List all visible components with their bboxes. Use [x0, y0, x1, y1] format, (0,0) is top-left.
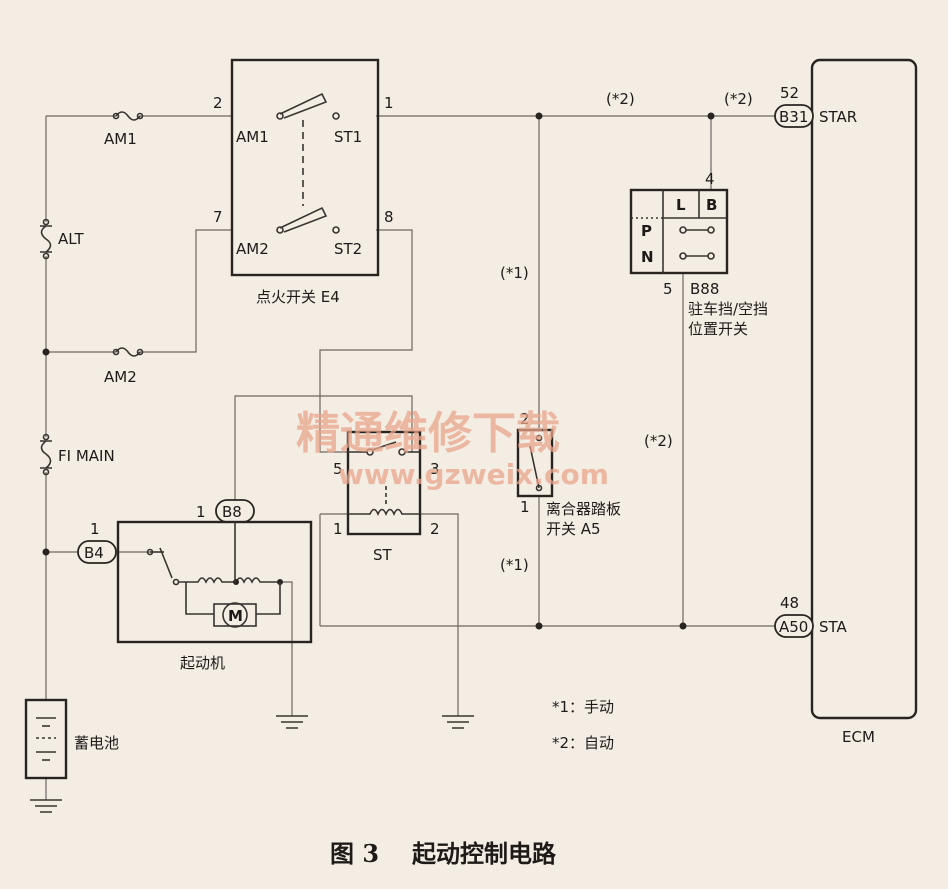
pin-label: 1	[384, 94, 394, 112]
marker-auto: (*2)	[644, 432, 673, 450]
connector-b31: B31 52	[774, 84, 814, 128]
b88-row-n: N	[641, 248, 654, 266]
connector-b4-label: B4	[84, 544, 104, 562]
clutch-name-line2: 开关 A5	[546, 520, 601, 538]
marker-manual: (*1)	[500, 556, 529, 574]
b88-pin-5: 5	[663, 280, 673, 298]
fuse-am1-label: AM1	[104, 130, 137, 148]
clutch-pedal-switch-a5: 2 1 离合器踏板 开关 A5	[516, 410, 621, 538]
ecm-star-terminal: STAR	[819, 108, 857, 126]
motor-symbol-label: M	[228, 607, 243, 625]
figure-title: 起动控制电路	[411, 839, 557, 868]
connector-a50-label: A50	[779, 618, 808, 636]
junction-dot	[42, 548, 50, 556]
wire-am2-feed	[46, 229, 232, 353]
fuse-fi-main-label: FI MAIN	[58, 447, 115, 465]
relay-pin-5: 5	[333, 460, 343, 478]
fuse-alt-label: ALT	[58, 230, 85, 248]
battery: 蓄电池	[24, 698, 119, 780]
starter-name: 起动机	[180, 654, 225, 672]
clutch-name-line1: 离合器踏板	[546, 500, 621, 518]
ground-icon	[276, 715, 308, 729]
b88-code: B88	[690, 280, 719, 298]
ignition-switch-e4: 2 1 7 8 AM1 ST1 AM2 ST2 点火开关 E4	[213, 58, 394, 306]
junction-dot	[679, 622, 687, 630]
watermark-line1: 精通维修下载	[296, 408, 560, 459]
b88-row-p: P	[641, 222, 652, 240]
junction-dot	[535, 622, 543, 630]
terminal-st2: ST2	[334, 240, 362, 258]
ecm-sta-terminal: STA	[819, 618, 848, 636]
ground-icon	[442, 715, 474, 729]
ground-icon	[30, 799, 62, 813]
relay-name: ST	[373, 546, 393, 564]
ground-symbols	[30, 715, 474, 813]
pin-label: 8	[384, 208, 394, 226]
junction-dots	[42, 112, 715, 630]
b88-col-b: B	[706, 196, 717, 214]
clutch-pin-2: 2	[520, 410, 530, 428]
connector-b4: B4 1	[77, 520, 117, 564]
relay-pin-2: 2	[430, 520, 440, 538]
pin-label: 2	[213, 94, 223, 112]
starter-motor-assembly: M 起动机	[116, 520, 313, 672]
connector-b31-label: B31	[779, 108, 808, 126]
b88-col-l: L	[676, 196, 686, 214]
connector-b4-pin: 1	[90, 520, 100, 538]
figure-number: 图 3	[330, 839, 379, 868]
b88-name-line2: 位置开关	[688, 320, 748, 338]
wire-relay-ground	[420, 513, 459, 716]
wire-starter-ground	[280, 581, 293, 716]
fuse-am1: AM1	[104, 111, 144, 148]
terminal-st1: ST1	[334, 128, 362, 146]
battery-name: 蓄电池	[74, 734, 119, 752]
st-relay: 5 3 1 2 ST	[333, 430, 440, 564]
connector-b8-label: B8	[222, 503, 242, 521]
b88-pin-4: 4	[705, 170, 715, 188]
marker-auto: (*2)	[724, 90, 753, 108]
connector-a50: A50 48	[774, 594, 814, 638]
connector-b8: B8 1	[196, 499, 255, 523]
note-manual: *1：手动	[552, 698, 614, 716]
connector-b8-pin: 1	[196, 503, 206, 521]
terminal-am1: AM1	[236, 128, 269, 146]
clutch-pin-1: 1	[520, 498, 530, 516]
b88-name-line1: 驻车挡/空挡	[688, 300, 768, 318]
relay-pin-1: 1	[333, 520, 343, 538]
note-auto: *2：自动	[552, 734, 614, 752]
pin-label: 7	[213, 208, 223, 226]
connector-b31-pin: 52	[780, 84, 799, 102]
ignition-switch-name: 点火开关 E4	[256, 288, 340, 306]
ecm-name: ECM	[842, 728, 875, 746]
wire-relay-to-b8	[234, 395, 413, 500]
fuse-alt: ALT	[40, 218, 85, 260]
marker-auto: (*2)	[606, 90, 635, 108]
wire-st2-relay	[319, 229, 413, 453]
relay-pin-3: 3	[430, 460, 440, 478]
junction-dot	[535, 112, 543, 120]
watermark-line2: www.gzweix.com	[338, 458, 609, 491]
fuse-am2-label: AM2	[104, 368, 137, 386]
marker-manual: (*1)	[500, 264, 529, 282]
junction-dot	[707, 112, 715, 120]
terminal-am2: AM2	[236, 240, 269, 258]
junction-dot	[42, 348, 50, 356]
fuse-am2: AM2	[104, 347, 144, 386]
ecm-unit: ECM STAR STA	[810, 58, 918, 746]
park-neutral-switch-b88: L B P N 4 5 B88 驻车挡/空挡 位置开关	[629, 170, 768, 338]
fuse-fi-main: FI MAIN	[40, 433, 115, 476]
connector-a50-pin: 48	[780, 594, 799, 612]
